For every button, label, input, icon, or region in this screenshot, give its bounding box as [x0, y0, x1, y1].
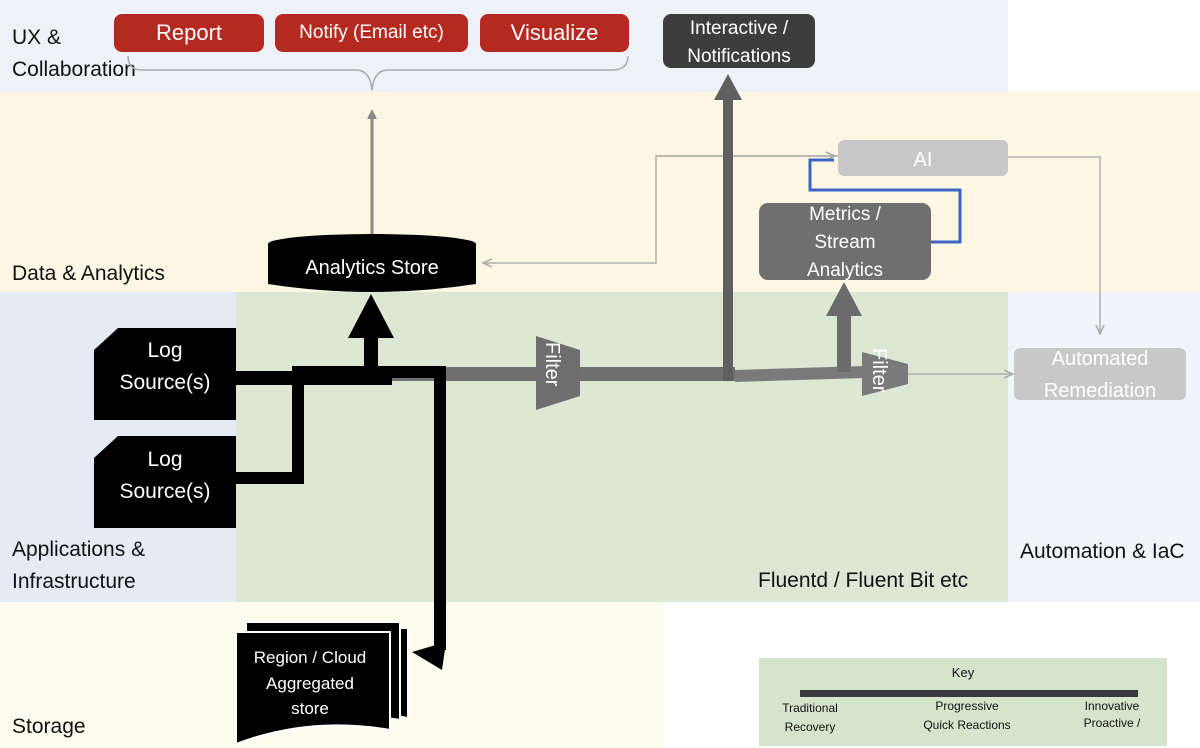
log-source-1-box — [94, 328, 236, 420]
ai-to-remediation-line — [1008, 156, 1100, 333]
apps-zone-label: Applications & Infrastructure — [12, 538, 146, 593]
report-button[interactable]: Report — [114, 14, 264, 52]
metrics-line2: Stream — [814, 232, 875, 253]
log-source-2-box — [94, 436, 236, 528]
key-title: Key — [952, 665, 975, 680]
metrics-ai-loop — [808, 158, 962, 244]
metrics-node — [759, 203, 931, 280]
key-bar — [800, 690, 1138, 697]
metrics-arrowhead — [826, 282, 862, 316]
remediation-line1: Automated — [1052, 348, 1149, 370]
aggregated-line2: Aggregated — [266, 674, 354, 693]
automation-zone — [1008, 292, 1200, 602]
aggregated-store-front — [235, 631, 391, 746]
aggregated-line3: store — [291, 699, 329, 718]
key-left-line2: Recovery — [785, 720, 836, 734]
ai-node — [838, 140, 1008, 176]
metrics-line3: Analytics — [807, 260, 883, 281]
ai-label: AI — [914, 149, 933, 171]
log-source-2-line1: Log — [147, 448, 182, 471]
key-right-line1: Innovative — [1085, 699, 1140, 713]
log-pipe-2 — [236, 366, 446, 650]
filter-1-label: Filter — [541, 342, 563, 387]
remediation-node — [1014, 348, 1186, 400]
data-analytics-zone — [0, 92, 1200, 292]
log-source-1-line1: Log — [147, 339, 182, 362]
log-source-2-line2: Source(s) — [119, 480, 210, 503]
interactive-line1: Interactive / — [690, 18, 789, 39]
store-arrowhead — [348, 294, 394, 338]
analytics-store-label: Analytics Store — [305, 257, 438, 279]
metrics-line1: Metrics / — [809, 204, 882, 225]
key-right-line2: Proactive / — [1084, 716, 1141, 730]
automation-zone-label: Automation & IaC — [1020, 540, 1185, 563]
key-mid-line2: Quick Reactions — [923, 718, 1010, 732]
key-left-line1: Traditional — [782, 701, 838, 715]
visualize-button[interactable]: Visualize — [480, 14, 629, 52]
filter-2-shape — [862, 352, 908, 396]
fluent-zone-label: Fluentd / Fluent Bit etc — [758, 569, 969, 592]
ux-zone-label: UX & Collaboration — [12, 26, 136, 81]
log-source-1-line2: Source(s) — [119, 371, 210, 394]
remediation-line2: Remediation — [1044, 380, 1156, 402]
ux-brace — [127, 55, 629, 91]
analytics-store-body — [268, 244, 476, 292]
filter-1-shape — [536, 336, 580, 410]
interactive-arrowhead — [714, 74, 742, 100]
key-mid-line1: Progressive — [935, 699, 999, 713]
storage-zone-label: Storage — [12, 715, 86, 738]
filter-2-label: Filter — [868, 348, 890, 393]
notify-button[interactable]: Notify (Email etc) — [275, 14, 468, 52]
storage-arrowhead — [412, 642, 446, 670]
interactive-line2: Notifications — [687, 46, 791, 67]
interactive-node — [663, 14, 815, 68]
aggregated-line1: Region / Cloud — [254, 648, 366, 667]
key-box — [759, 658, 1167, 746]
data-zone-label: Data & Analytics — [12, 262, 165, 285]
